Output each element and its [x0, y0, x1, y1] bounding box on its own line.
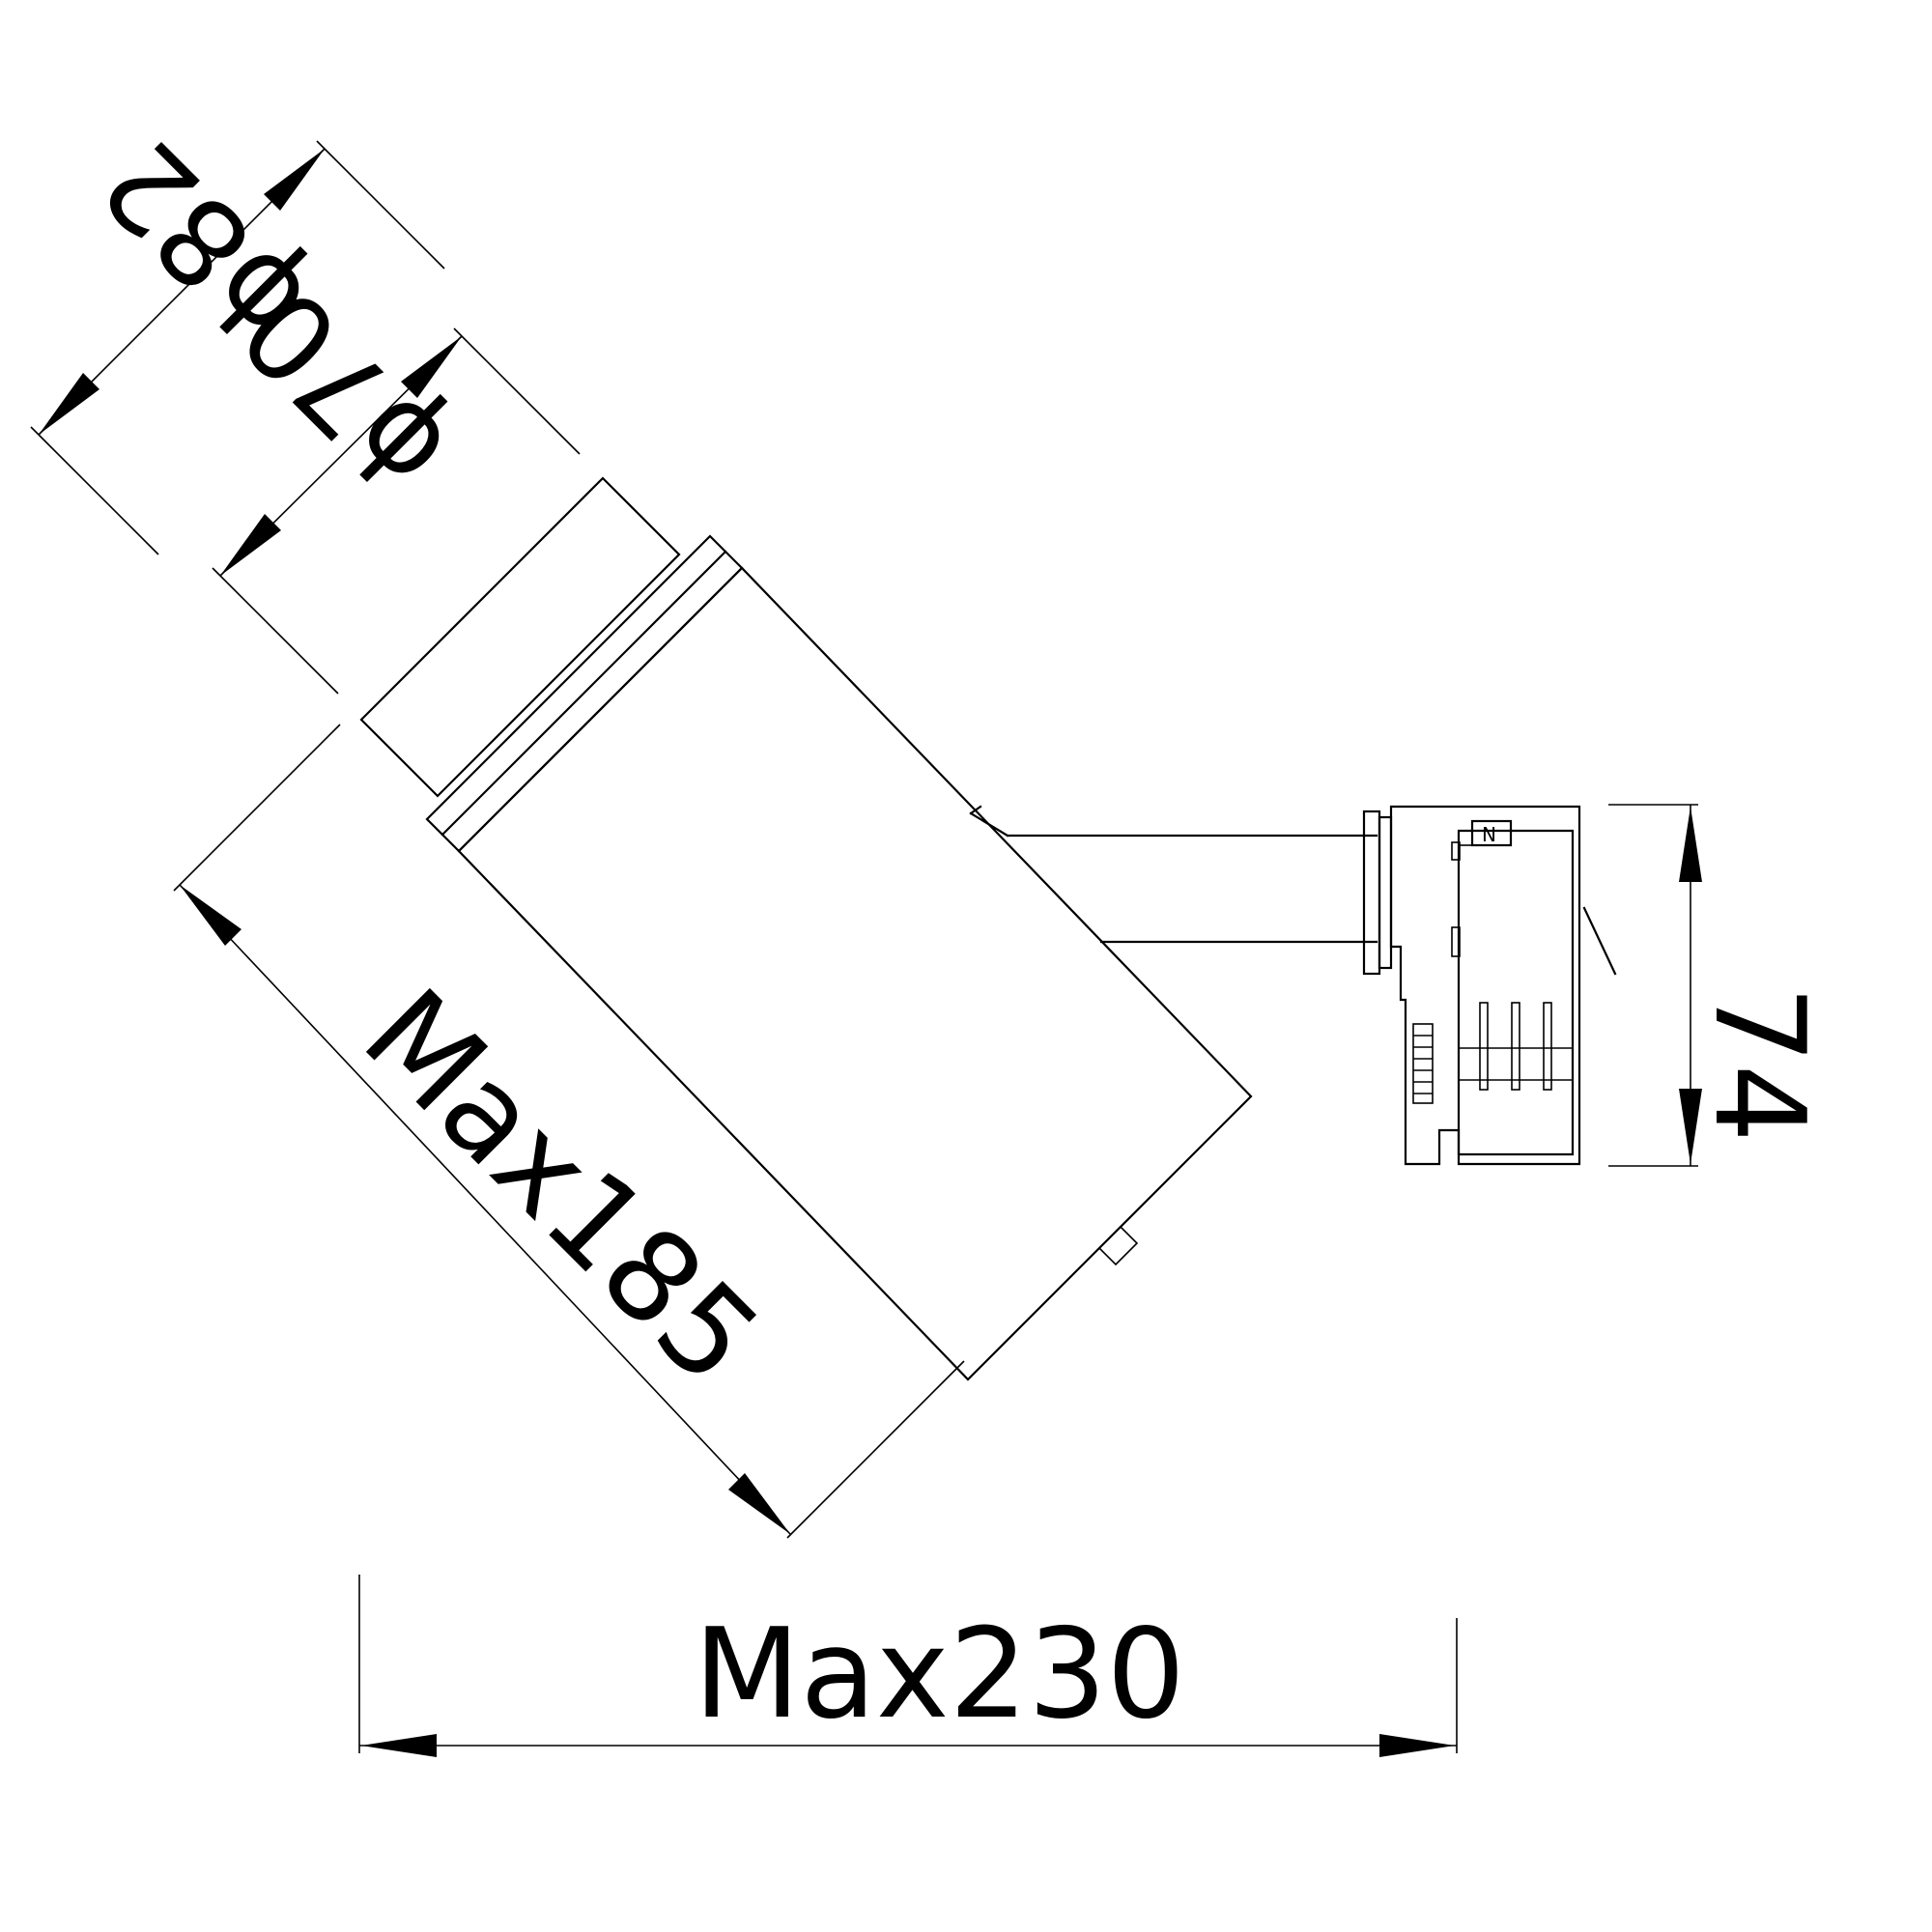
contact-pin [1511, 1002, 1520, 1091]
track-adapter: N [1362, 805, 1617, 1166]
spotlight-body [359, 476, 1253, 1381]
mounting-arm [969, 805, 1378, 944]
ring-inner-line [440, 550, 727, 837]
dimension-max185: Max185 [173, 724, 965, 1539]
neutral-marker-label: N [1482, 823, 1496, 846]
max-width-label: Max230 [694, 1603, 1185, 1747]
adapter-body [1389, 805, 1581, 1166]
side-tab [1097, 1225, 1139, 1266]
dimension-max230: Max230 [358, 1575, 1458, 1757]
dimension-74: 74 [1608, 804, 1831, 1167]
adapter-lever [1582, 906, 1617, 976]
adapter-height-label: 74 [1687, 985, 1831, 1143]
front-cap [359, 476, 681, 798]
contact-pin [1479, 1002, 1489, 1091]
grip-block [1412, 1023, 1434, 1104]
main-cylinder [457, 566, 1253, 1381]
max-length-label: Max185 [336, 963, 785, 1412]
neutral-marker-box [1470, 819, 1513, 847]
contact-pin [1543, 1002, 1552, 1091]
